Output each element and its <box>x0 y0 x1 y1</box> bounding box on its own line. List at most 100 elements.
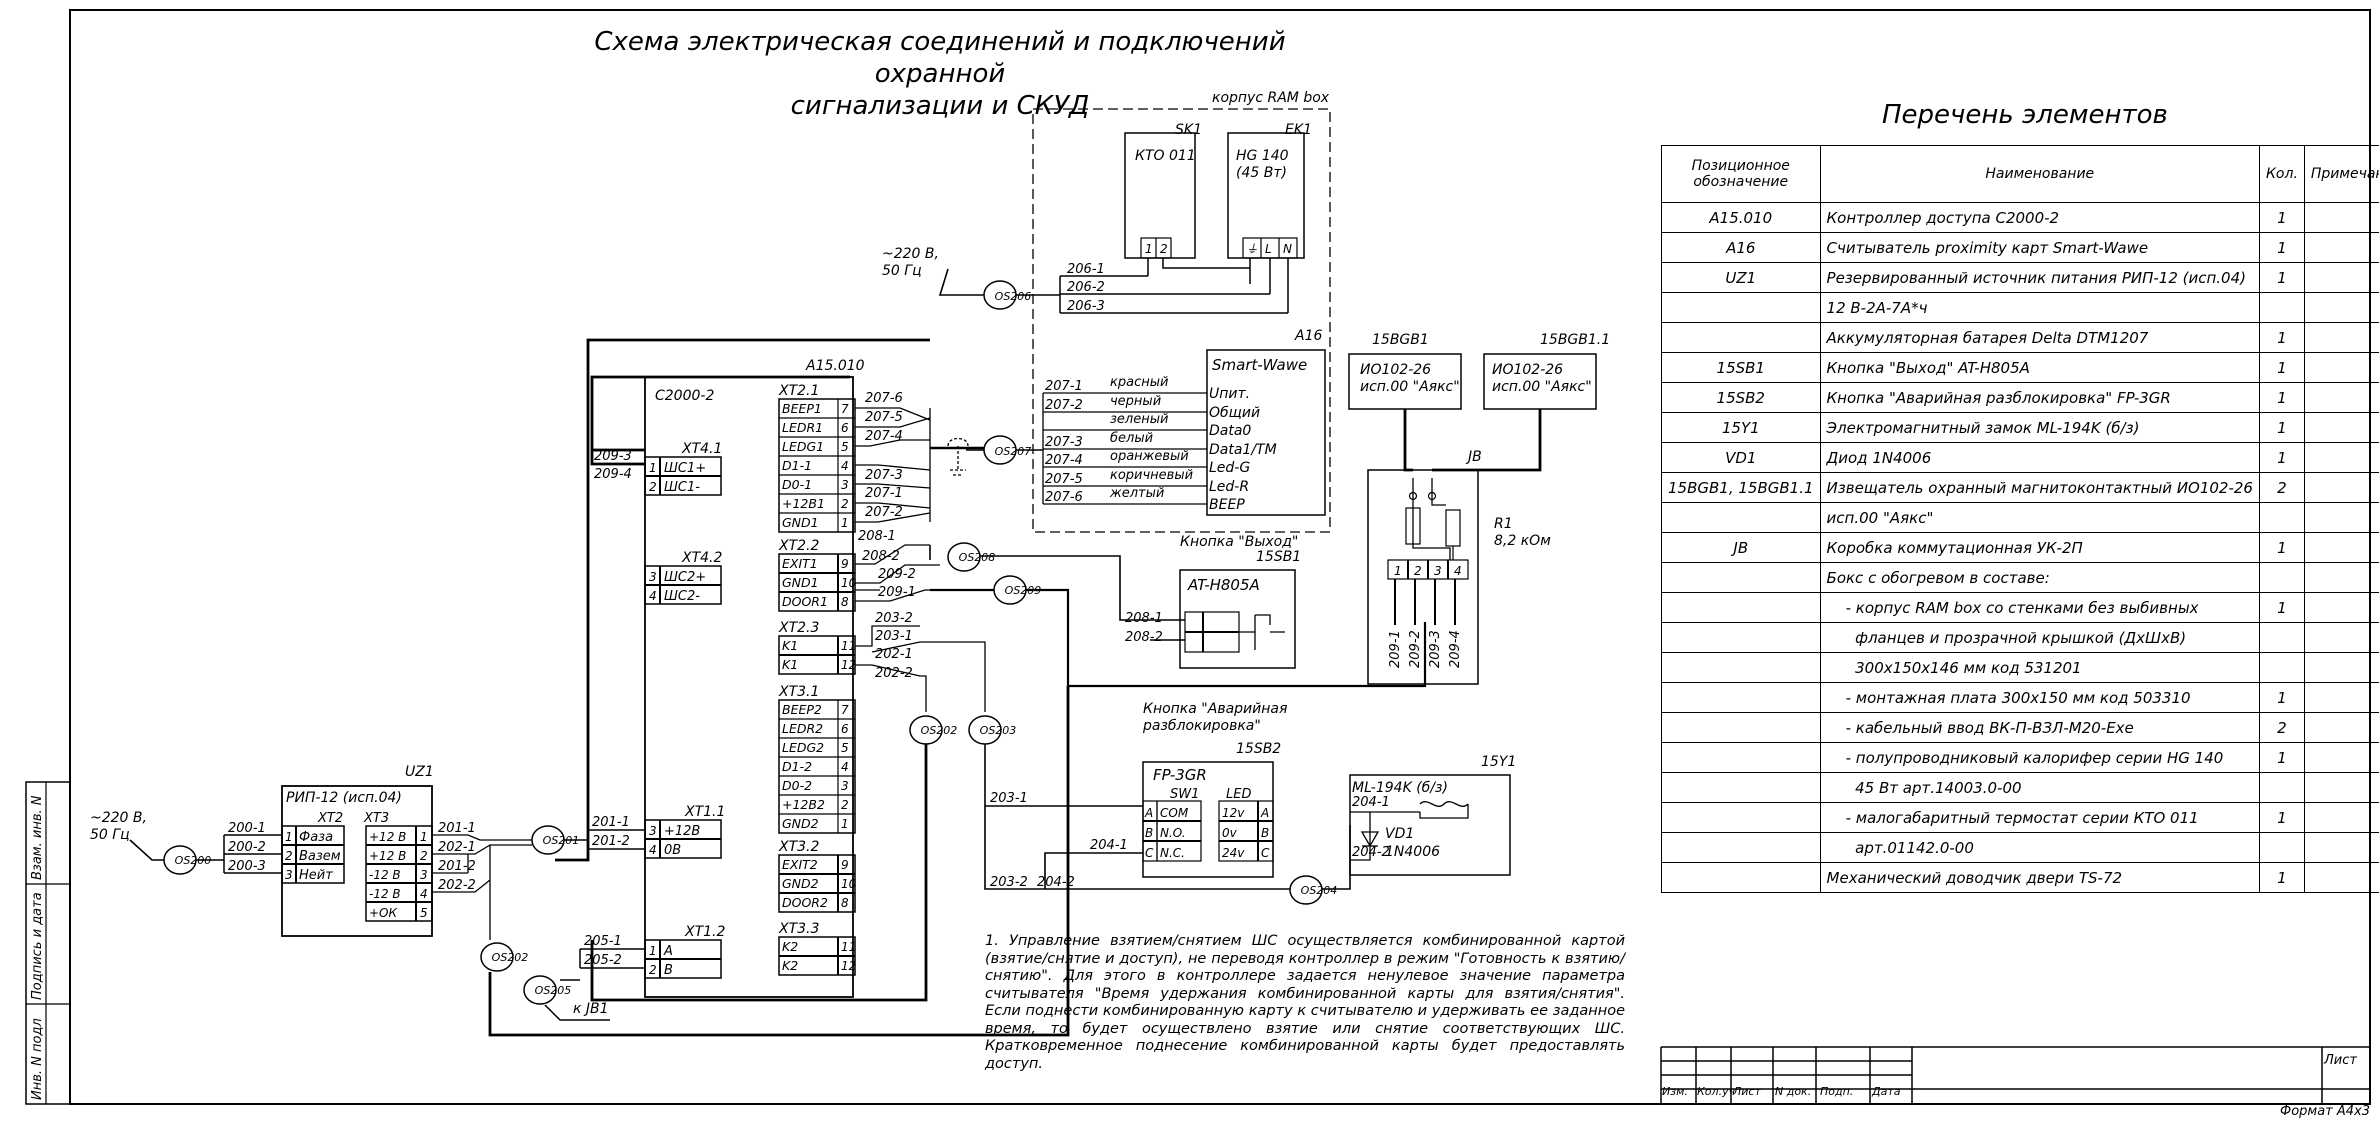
bom-cell <box>2258 292 2305 323</box>
term-num: 1 <box>841 817 849 831</box>
bom-cell: - монтажная плата 300х150 мм код 503310 <box>1819 682 2260 713</box>
term-num: C <box>1261 846 1270 860</box>
wire-label: 201-2 <box>438 859 476 874</box>
bgb11-name: исп.00 "Аякс" <box>1492 379 1592 395</box>
term-name: +12 В <box>369 849 406 863</box>
wire-label: 207-2 <box>865 505 903 520</box>
jb1-label: к JB1 <box>573 1001 609 1017</box>
sk1-pin: 2 <box>1160 242 1168 256</box>
wire-label: 207-4 <box>1045 453 1083 468</box>
bom-cell: Считыватель proximity карт Smart-Wawe <box>1819 232 2260 263</box>
term-num: C <box>1145 846 1154 860</box>
term-num: 3 <box>649 570 657 584</box>
bom-cell: Контроллер доступа С2000-2 <box>1819 202 2260 233</box>
term-name: 12v <box>1222 806 1245 820</box>
bom-header-ref: Позиционное обозначение <box>1661 145 1821 203</box>
term-name: B <box>664 963 673 978</box>
sb1-title: Кнопка "Выход" <box>1180 534 1298 550</box>
term-name: 0В <box>664 843 681 858</box>
bom-cell: Кнопка "Выход" AT-H805A <box>1819 352 2260 383</box>
term-name: -12 В <box>369 887 401 901</box>
bom-row: 45 Вт арт.14003.0-00 <box>1661 772 2379 803</box>
term-name: 0v <box>1222 826 1238 840</box>
term-name: ШС1+ <box>664 461 706 476</box>
term-name: K1 <box>782 657 798 672</box>
term-num: 2 <box>420 849 428 863</box>
sk1-name: КТО 011 <box>1135 148 1196 164</box>
wire-label: 206-2 <box>1067 280 1105 295</box>
term-num: 1 <box>420 830 428 844</box>
bom-cell <box>2303 352 2379 383</box>
term-num: 7 <box>841 402 849 416</box>
jb-pin: 3 <box>1434 564 1442 578</box>
bom-cell <box>1661 592 1821 623</box>
bom-cell: 1 <box>2258 592 2305 623</box>
bom-cell <box>2303 772 2379 803</box>
wire-label: 207-1 <box>865 486 903 501</box>
sb2-led: LED <box>1226 787 1251 802</box>
sb2-title: разблокировка" <box>1142 718 1261 734</box>
term-num: 10 <box>841 877 857 891</box>
term-name: +12В2 <box>782 797 825 812</box>
bom-cell <box>1661 802 1821 833</box>
bom-row: - малогабаритный термостат серии КТО 011… <box>1661 802 2379 833</box>
term-name: GND2 <box>782 816 819 831</box>
xt23-ref: XT2.3 <box>778 620 819 636</box>
bom-title: Перечень элементов <box>1882 100 2168 130</box>
cable-label: OS205 <box>535 984 572 997</box>
bom-cell: 1 <box>2258 862 2305 893</box>
term-name: A <box>663 944 673 959</box>
bom-row: исп.00 "Аякс" <box>1661 502 2379 533</box>
wire-label: 209-4 <box>1448 630 1463 668</box>
y1-ref: 15Y1 <box>1481 754 1516 770</box>
bom-cell <box>2303 382 2379 413</box>
term-name: GND1 <box>782 575 819 590</box>
wire-label: 208-1 <box>858 529 896 544</box>
term-num: 3 <box>841 779 849 793</box>
wire-label: 209-1 <box>1388 630 1403 668</box>
wire-label: 204-1 <box>1352 795 1390 810</box>
wire-label: 201-2 <box>592 834 630 849</box>
term-name: Нейт <box>299 868 333 883</box>
wire-label: 203-2 <box>990 875 1028 890</box>
ek1-name: (45 Вт) <box>1236 165 1287 181</box>
term-name: DOOR1 <box>782 594 828 609</box>
bom-cell: 1 <box>2258 442 2305 473</box>
uz1-xt2: XT2 <box>317 811 343 826</box>
bom-cell: A16 <box>1661 232 1821 263</box>
wire-label: 209-3 <box>594 449 632 464</box>
bom-cell: 12 В-2А-7А*ч <box>1819 292 2260 323</box>
wire-label: 204-1 <box>1090 838 1128 853</box>
stamp-header: Подп. <box>1820 1085 1854 1098</box>
bom-cell <box>2303 862 2379 893</box>
ek1-pin: L <box>1265 242 1272 256</box>
term-num: 5 <box>841 440 849 454</box>
bom-cell <box>2303 262 2379 293</box>
side-label-sign: Подпись и дата <box>30 892 45 1000</box>
wire-label: 206-3 <box>1067 299 1105 314</box>
bom-cell: 1 <box>2258 382 2305 413</box>
bom-cell <box>2258 652 2305 683</box>
bom-cell: 2 <box>2258 472 2305 503</box>
r1-ref: R1 <box>1494 516 1513 532</box>
term-name: +12 В <box>369 830 406 844</box>
term-name: N.C. <box>1160 846 1185 860</box>
term-name: D1-1 <box>782 458 812 473</box>
term-name: EXIT1 <box>782 556 818 571</box>
cable-label: OS207 <box>995 445 1032 458</box>
sb2-name: FP-3GR <box>1153 766 1207 784</box>
bom-cell <box>2258 832 2305 863</box>
wire-label: 207-6 <box>1045 490 1083 505</box>
bom-cell: A15.010 <box>1661 202 1821 233</box>
bom-cell <box>1661 322 1821 353</box>
term-num: 10 <box>841 576 857 590</box>
bgb1-name: ИО102-26 <box>1360 362 1431 378</box>
uz1-xt3: XT3 <box>363 811 389 826</box>
bom-header-qty: Кол. <box>2258 145 2305 203</box>
bom-cell <box>2303 442 2379 473</box>
term-num: 3 <box>420 868 428 882</box>
